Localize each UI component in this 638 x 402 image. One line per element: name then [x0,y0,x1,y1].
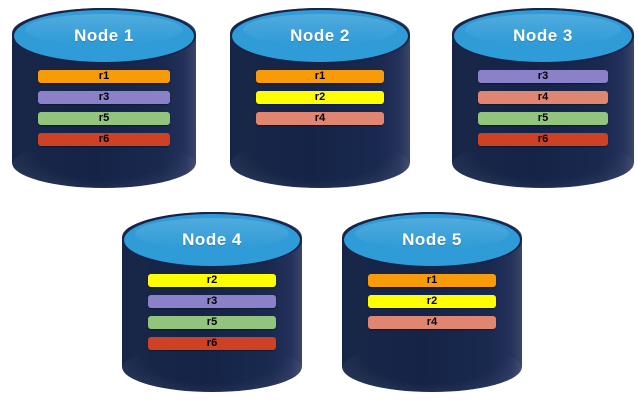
record-bar-r4[interactable]: r4 [256,112,384,125]
record-label: r2 [206,274,218,286]
record-bar-r5[interactable]: r5 [38,112,170,125]
record-label: r4 [537,91,549,103]
cylinder-top-disc: Node 1 [12,8,196,64]
cylinder-top-disc: Node 4 [122,212,302,268]
record-bar-r5[interactable]: r5 [478,112,608,125]
cylinder-top-disc: Node 2 [230,8,410,64]
record-bar-r1[interactable]: r1 [368,274,496,287]
node-title: Node 4 [182,230,242,249]
record-list: r3 r4 r5 r6 [478,70,608,146]
database-node-1[interactable]: Node 1 r1 r3 r5 r6 [12,8,196,188]
record-label: r1 [314,70,326,82]
record-label: r6 [98,133,110,145]
record-label: r5 [206,316,218,328]
cylinder-top-disc: Node 5 [342,212,522,268]
node-title: Node 5 [402,230,462,249]
record-label: r2 [426,295,438,307]
record-bar-r1[interactable]: r1 [256,70,384,83]
record-bar-r3[interactable]: r3 [38,91,170,104]
node-title: Node 2 [290,26,350,45]
record-label: r6 [206,337,218,349]
database-node-3[interactable]: Node 3 r3 r4 r5 r6 [452,8,634,188]
record-bar-r6[interactable]: r6 [478,133,608,146]
record-bar-r3[interactable]: r3 [478,70,608,83]
record-list: r1 r2 r4 [368,274,496,329]
record-list: r2 r3 r5 r6 [148,274,276,350]
record-bar-r2[interactable]: r2 [368,295,496,308]
database-node-4[interactable]: Node 4 r2 r3 r5 r6 [122,212,302,392]
record-label: r3 [537,70,549,82]
node-title: Node 1 [74,26,134,45]
record-bar-r6[interactable]: r6 [148,337,276,350]
cylinder-top-disc: Node 3 [452,8,634,64]
record-label: r5 [537,112,549,124]
record-label: r2 [314,91,326,103]
database-node-5[interactable]: Node 5 r1 r2 r4 [342,212,522,392]
record-bar-r4[interactable]: r4 [368,316,496,329]
record-label: r1 [426,274,438,286]
record-list: r1 r3 r5 r6 [38,70,170,146]
record-bar-r4[interactable]: r4 [478,91,608,104]
record-list: r1 r2 r4 [256,70,384,125]
record-label: r4 [314,112,326,124]
node-title: Node 3 [513,26,573,45]
database-node-2[interactable]: Node 2 r1 r2 r4 [230,8,410,188]
record-bar-r1[interactable]: r1 [38,70,170,83]
record-label: r3 [98,91,110,103]
record-bar-r2[interactable]: r2 [148,274,276,287]
record-label: r4 [426,316,438,328]
record-label: r1 [98,70,110,82]
record-bar-r2[interactable]: r2 [256,91,384,104]
record-label: r6 [537,133,549,145]
record-label: r3 [206,295,218,307]
record-label: r5 [98,112,110,124]
record-bar-r5[interactable]: r5 [148,316,276,329]
record-bar-r3[interactable]: r3 [148,295,276,308]
record-bar-r6[interactable]: r6 [38,133,170,146]
